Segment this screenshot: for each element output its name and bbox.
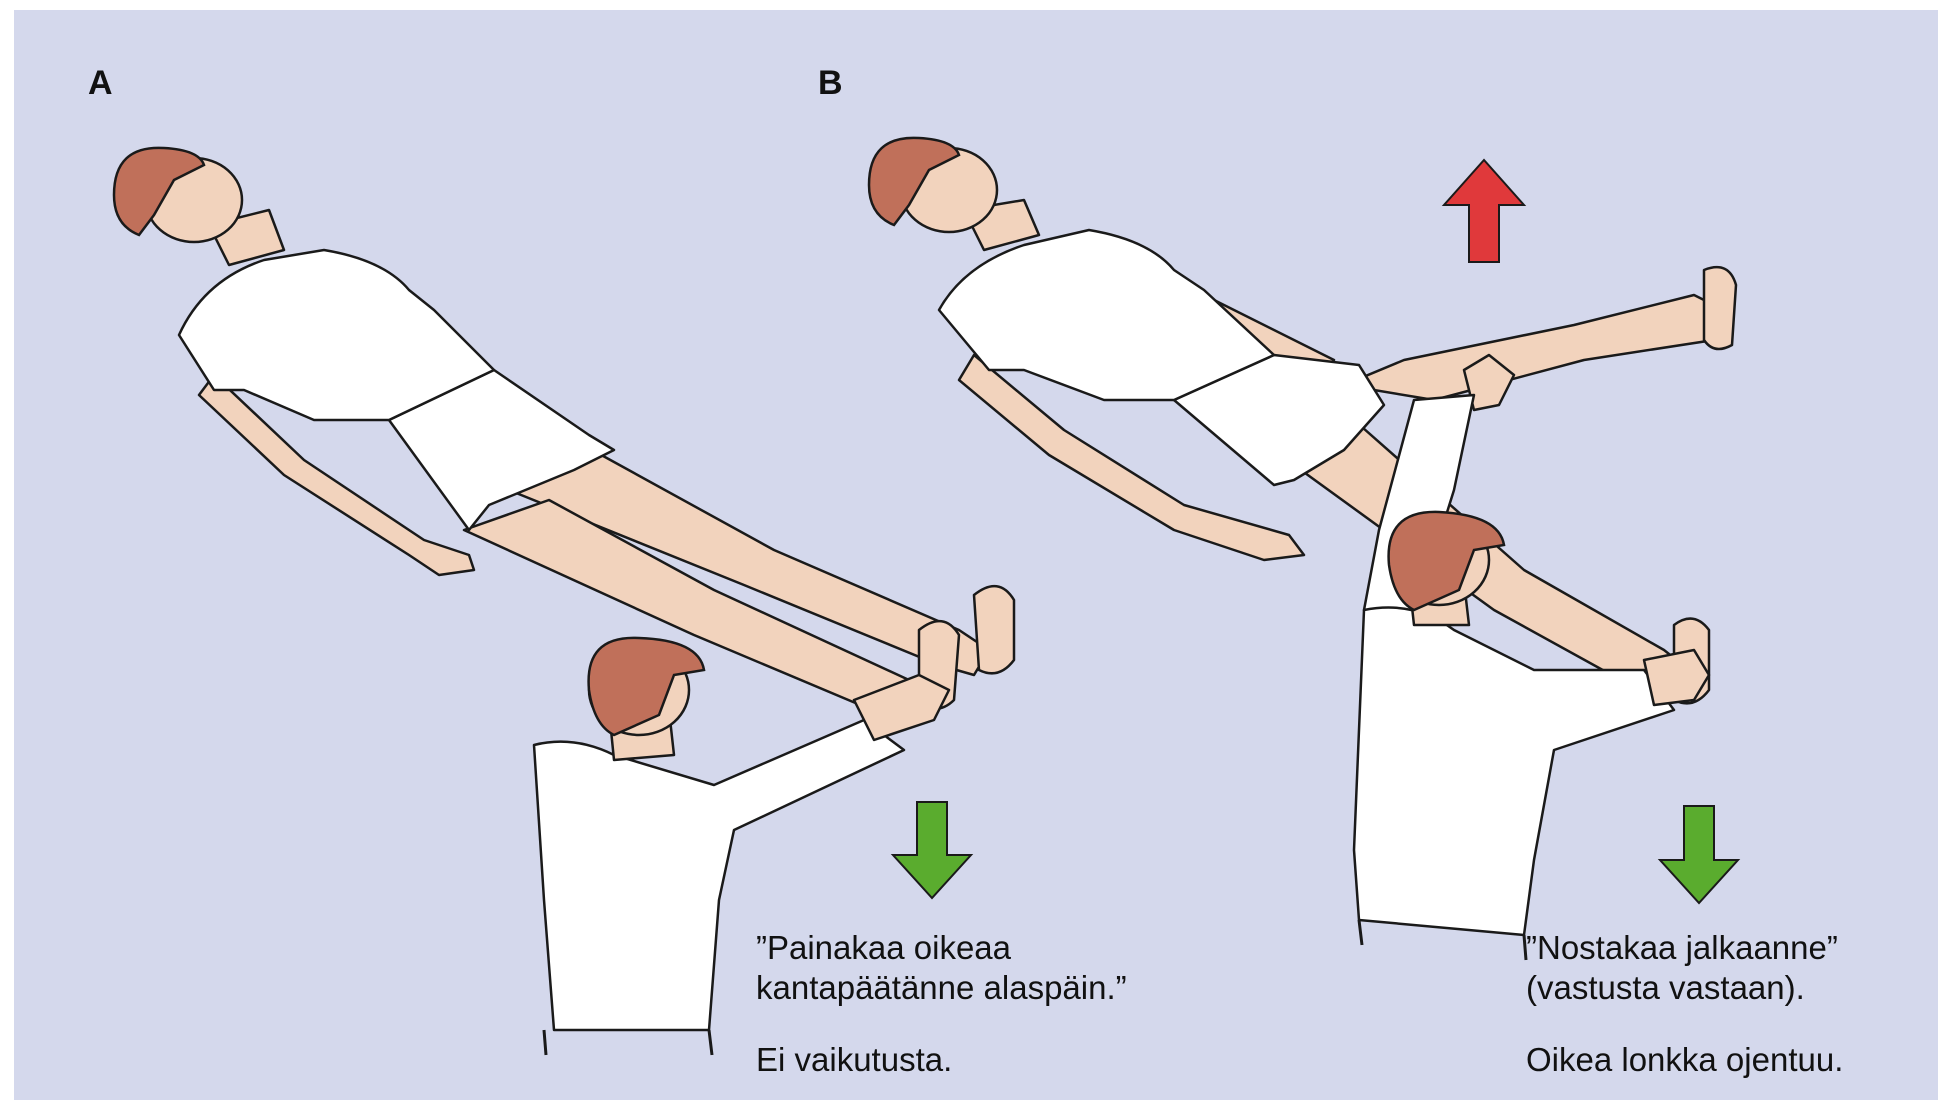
panel-b-instruction-line2: (vastusta vastaan). [1526, 968, 1805, 1008]
panel-b-result: Oikea lonkka ojentuu. [1526, 1040, 1843, 1080]
panel-a-result: Ei vaikutusta. [756, 1040, 952, 1080]
panel-b-instruction-line1: ”Nostakaa jalkaanne” [1526, 928, 1838, 968]
panel-a-letter: A [88, 64, 113, 103]
illustration-figure: A ”Painakaa oikeaa kantapäätänne alaspäi… [14, 10, 1938, 1100]
panel-b-letter: B [818, 64, 843, 103]
panel-a-instruction-line1: ”Painakaa oikeaa [756, 928, 1011, 968]
panel-a-instruction-line2: kantapäätänne alaspäin.” [756, 968, 1127, 1008]
